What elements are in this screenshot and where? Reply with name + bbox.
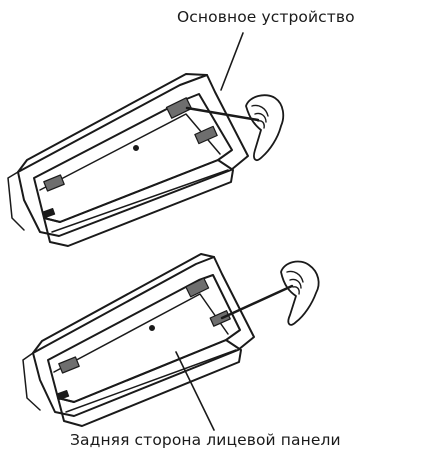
- main-unit-latch-small: [42, 207, 56, 219]
- main-unit-left-side: [7, 171, 25, 231]
- main-unit-screw: [133, 145, 139, 151]
- main-unit-label: Основное устройство: [177, 8, 355, 26]
- faceplate-screw: [149, 325, 155, 331]
- faceplate-back-label: Задняя сторона лицевой панели: [70, 431, 341, 449]
- faceplate-latch-small: [56, 389, 70, 401]
- faceplate-illustration: [22, 253, 320, 431]
- main-unit-top-edge: [17, 73, 208, 173]
- faceplate-top-edge: [32, 253, 215, 354]
- main-unit-hand-fingers: [251, 104, 269, 129]
- main-unit-leader-line: [220, 32, 244, 91]
- faceplate-hand-fingers: [286, 270, 304, 295]
- main-unit-release-tool: [185, 106, 260, 122]
- main-unit-hand: [245, 94, 285, 161]
- main-unit-latch: [194, 125, 218, 145]
- faceplate-lip-edge: [65, 349, 237, 413]
- main-unit-connector-left: [43, 174, 65, 192]
- faceplate-inner-ledge: [53, 293, 229, 373]
- faceplate-bottom-lip: [57, 339, 242, 427]
- main-unit-outer-frame: [17, 74, 249, 237]
- faceplate-connector-left: [58, 356, 80, 374]
- faceplate-outer-frame: [32, 256, 255, 417]
- faceplate-leader-line: [175, 351, 215, 431]
- faceplate-hand: [280, 260, 320, 326]
- main-unit-tray: [43, 159, 234, 247]
- main-unit-inner-ledge: [39, 113, 221, 191]
- faceplate-connector-right: [185, 277, 210, 298]
- faceplate-left-side: [22, 352, 41, 411]
- main-unit-connector-right: [165, 97, 193, 119]
- faceplate-release-tool: [220, 284, 294, 320]
- main-unit-tray-lip: [51, 169, 229, 233]
- main-unit-illustration: [7, 32, 285, 247]
